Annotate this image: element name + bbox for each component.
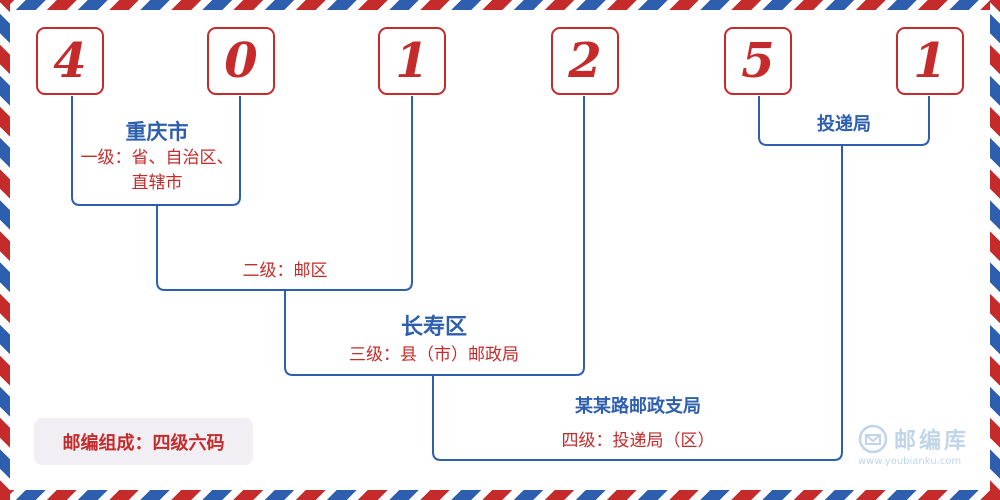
- airmail-border-bottom: [0, 490, 1000, 500]
- airmail-border-right: [990, 0, 1000, 500]
- level2-label: 二级：邮区: [242, 261, 328, 281]
- postal-digit-2: 0: [207, 27, 275, 95]
- level4-label: 四级：投递局（区）: [561, 431, 715, 451]
- composition-badge: 邮编组成：四级六码: [34, 418, 253, 465]
- airmail-border-top: [0, 0, 1000, 10]
- county-name: 长寿区: [400, 315, 467, 340]
- bracket-level3: [284, 96, 585, 376]
- bracket-level4: [432, 145, 843, 461]
- postal-digit-3: 1: [378, 27, 446, 95]
- watermark-url: www.youbianku.com: [858, 456, 962, 467]
- delivery-office-label: 投递局: [817, 114, 871, 135]
- bracket-delivery: [758, 96, 930, 146]
- city-name: 重庆市: [125, 120, 189, 144]
- postal-digit-4: 2: [551, 27, 619, 95]
- postal-digit-1: 4: [36, 27, 104, 95]
- envelope-circle-icon: [858, 424, 888, 454]
- postal-digit-6: 1: [896, 27, 964, 95]
- postal-digit-5: 5: [724, 27, 792, 95]
- branch-name: 某某路邮政支局: [575, 396, 701, 417]
- level1-label: 一级：省、自治区、直辖市: [80, 148, 234, 193]
- watermark-logo: 邮编库 www.youbianku.com: [858, 422, 988, 470]
- level3-label: 三级：县（市）邮政局: [349, 345, 519, 365]
- watermark-name: 邮编库: [894, 429, 970, 454]
- airmail-border-left: [0, 0, 10, 500]
